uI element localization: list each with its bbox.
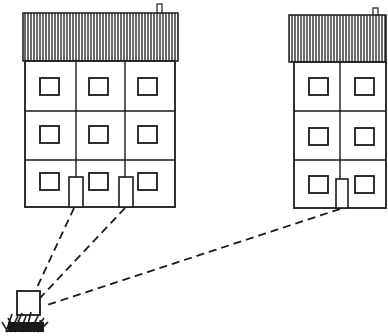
window <box>39 172 60 191</box>
right-building <box>288 7 387 209</box>
window <box>39 77 60 96</box>
window <box>308 127 329 146</box>
window <box>88 77 109 96</box>
window <box>354 77 375 96</box>
connection-line-left-door-2 <box>39 207 126 299</box>
right-building-door-1 <box>335 178 349 209</box>
window <box>88 172 109 191</box>
connection-line-left-door-1 <box>32 207 75 297</box>
right-building-roof <box>288 14 387 63</box>
left-building-roof <box>22 12 179 62</box>
left-building <box>22 3 179 208</box>
left-building-door-1 <box>68 176 84 208</box>
right-building-windows <box>308 77 375 194</box>
window <box>308 175 329 194</box>
window <box>137 172 158 191</box>
ground-mound <box>8 322 44 332</box>
window <box>354 175 375 194</box>
window <box>39 125 60 144</box>
connection-lines <box>32 207 341 307</box>
left-building-windows <box>39 77 158 191</box>
ground-box-body <box>16 290 41 316</box>
window <box>88 125 109 144</box>
left-building-door-2 <box>118 176 134 208</box>
window <box>354 127 375 146</box>
ground-box <box>1 290 49 333</box>
window <box>137 125 158 144</box>
connection-line-right-door <box>43 208 341 307</box>
window <box>308 77 329 96</box>
window <box>137 77 158 96</box>
